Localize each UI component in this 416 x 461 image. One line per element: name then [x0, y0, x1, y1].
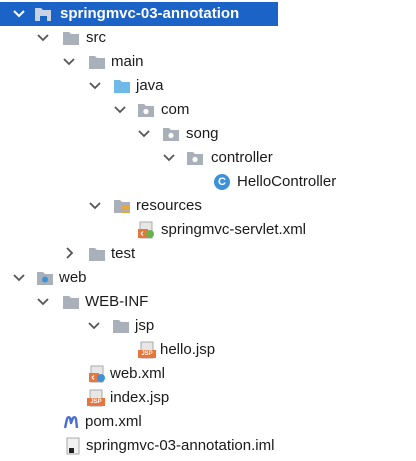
- tree-row-web[interactable]: web: [0, 266, 416, 290]
- tree-row-web-inf[interactable]: WEB-INF: [0, 290, 416, 314]
- folder-icon: [34, 5, 52, 23]
- tree-label-root: springmvc-03-annotation: [60, 5, 240, 22]
- web-folder-icon: [36, 269, 54, 287]
- tree-label-servlet-xml: springmvc-servlet.xml: [161, 221, 307, 238]
- chevron-right-icon[interactable]: [61, 244, 77, 262]
- folder-icon: [88, 245, 106, 263]
- class-icon-letter: C: [218, 176, 226, 188]
- chevron-down-icon[interactable]: [87, 196, 103, 214]
- chevron-down-icon[interactable]: [11, 268, 27, 286]
- jsp-icon-text: JSP: [141, 351, 153, 357]
- jsp-icon-text: JSP: [90, 399, 102, 405]
- tree-label-web-xml: web.xml: [110, 365, 166, 382]
- maven-icon: [63, 413, 81, 431]
- tree-label-web-inf: WEB-INF: [85, 293, 149, 310]
- tree-row-jsp[interactable]: jsp: [0, 314, 416, 338]
- jsp-file-icon: [138, 341, 156, 359]
- package-icon: [162, 125, 180, 143]
- tree-row-test[interactable]: test: [0, 242, 416, 266]
- folder-icon: [62, 293, 80, 311]
- chevron-down-icon[interactable]: [11, 4, 27, 22]
- tree-row-main[interactable]: main: [0, 50, 416, 74]
- chevron-down-icon[interactable]: [112, 100, 128, 118]
- jsp-file-icon: [87, 389, 105, 407]
- chevron-down-icon[interactable]: [86, 316, 102, 334]
- tree-row-src[interactable]: src: [0, 26, 416, 50]
- java-class-icon: [213, 173, 231, 191]
- spring-xml-icon: [137, 221, 155, 239]
- package-icon: [186, 149, 204, 167]
- tree-row-servlet-xml[interactable]: springmvc-servlet.xml: [0, 218, 416, 242]
- tree-row-resources[interactable]: resources: [0, 194, 416, 218]
- web-xml-icon: [88, 365, 106, 383]
- tree-row-controller[interactable]: controller: [0, 146, 416, 170]
- tree-row-pom-xml[interactable]: pom.xml: [0, 410, 416, 434]
- tree-label-hello-jsp: hello.jsp: [160, 341, 216, 358]
- chevron-down-icon[interactable]: [161, 148, 177, 166]
- tree-row-hello-controller[interactable]: C HelloController: [0, 170, 416, 194]
- tree-row-root[interactable]: springmvc-03-annotation: [0, 2, 278, 26]
- tree-label-jsp: jsp: [135, 317, 155, 334]
- tree-label-web: web: [59, 269, 87, 286]
- tree-label-main: main: [111, 53, 144, 70]
- tree-row-web-xml[interactable]: web.xml: [0, 362, 416, 386]
- resources-folder-icon: [113, 197, 131, 215]
- tree-label-pom-xml: pom.xml: [85, 413, 142, 430]
- module-file-icon: [64, 437, 82, 455]
- folder-icon: [62, 29, 80, 47]
- folder-icon: [112, 317, 130, 335]
- chevron-down-icon[interactable]: [35, 292, 51, 310]
- tree-label-song: song: [186, 125, 219, 142]
- tree-label-com: com: [161, 101, 190, 118]
- tree-label-test: test: [111, 245, 136, 262]
- chevron-down-icon[interactable]: [35, 28, 51, 46]
- tree-label-java: java: [136, 77, 164, 94]
- tree-row-java[interactable]: java: [0, 74, 416, 98]
- tree-row-song[interactable]: song: [0, 122, 416, 146]
- chevron-down-icon[interactable]: [136, 124, 152, 142]
- tree-row-com[interactable]: com: [0, 98, 416, 122]
- tree-label-src: src: [86, 29, 106, 46]
- tree-label-index-jsp: index.jsp: [110, 389, 170, 406]
- chevron-down-icon[interactable]: [61, 52, 77, 70]
- source-folder-icon: [113, 77, 131, 95]
- tree-label-hello-controller: HelloController: [237, 173, 337, 190]
- tree-row-index-jsp[interactable]: JSP index.jsp: [0, 386, 416, 410]
- tree-row-hello-jsp[interactable]: JSP hello.jsp: [0, 338, 416, 362]
- tree-row-iml[interactable]: springmvc-03-annotation.iml: [0, 434, 416, 458]
- folder-icon: [88, 53, 106, 71]
- package-icon: [137, 101, 155, 119]
- chevron-down-icon[interactable]: [87, 76, 103, 94]
- tree-label-iml: springmvc-03-annotation.iml: [86, 437, 275, 454]
- tree-label-controller: controller: [211, 149, 273, 166]
- tree-label-resources: resources: [136, 197, 202, 214]
